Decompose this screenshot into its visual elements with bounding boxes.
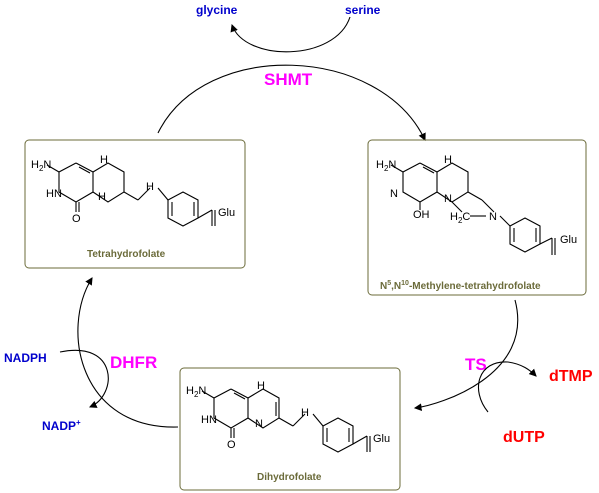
- methylene-ch2-atom: H2C: [450, 211, 470, 225]
- methylene-thf-label: N5,N10-Methylene-tetrahydrofolate: [380, 280, 541, 292]
- dhf-hn-atom: HN: [201, 414, 217, 426]
- arc-serine-to-glycine: [230, 16, 351, 53]
- arc-thf-to-methylene: [157, 64, 426, 141]
- methylene-n5h-atom: H: [444, 154, 452, 166]
- thf-n10-atom: H: [146, 181, 154, 193]
- ts-enzyme-label: TS: [465, 355, 487, 374]
- dhf-n10-atom: H: [301, 407, 309, 419]
- arc-dhf-to-thf: [77, 277, 179, 428]
- thf-amino-atom: H2N: [31, 159, 51, 173]
- methylene-amino-atom: H2N: [376, 159, 396, 173]
- dhf-oxygen-atom: O: [227, 439, 236, 451]
- tetrahydrofolate-box: H2N HN O H H H Glu Tetrahydrofolate: [24, 139, 246, 269]
- serine-label: serine: [345, 3, 381, 17]
- thf-oxygen-atom: O: [72, 213, 81, 225]
- methylene-oh-atom: OH: [413, 209, 430, 221]
- nadp-label: NADP+: [42, 418, 81, 433]
- glycine-label: glycine: [196, 3, 238, 17]
- thf-n5-atom: H: [100, 154, 108, 166]
- dhf-n5h-atom: H: [257, 380, 265, 392]
- dhf-n8-atom: N: [255, 418, 263, 430]
- nadph-label: NADPH: [4, 351, 47, 365]
- arc-methylene-to-dhf: [413, 299, 519, 412]
- methylene-thf-box: H2N N OH H N H2C N Glu N5,N10-Methylene-…: [367, 139, 587, 296]
- dhf-glu-atom: Glu: [373, 433, 390, 445]
- dhfr-enzyme-label: DHFR: [110, 353, 157, 372]
- thf-glu-atom: Glu: [218, 207, 235, 219]
- arc-nadph-to-nadp: [59, 349, 109, 408]
- dhf-amino-atom: H2N: [186, 385, 206, 399]
- shmt-enzyme-label: SHMT: [264, 70, 313, 89]
- dutp-label: dUTP: [503, 429, 545, 446]
- methylene-n-atom: N: [390, 188, 398, 200]
- thf-hn-atom: HN: [46, 188, 62, 200]
- methylene-glu-atom: Glu: [560, 234, 577, 246]
- tetrahydrofolate-label: Tetrahydrofolate: [87, 249, 166, 260]
- methylene-n8-atom: N: [444, 193, 452, 205]
- dihydrofolate-box: H2N HN O H N H Glu Dihydrofolate: [179, 367, 401, 491]
- dihydrofolate-label: Dihydrofolate: [257, 472, 322, 483]
- arc-dutp-to-dtmp: [478, 361, 537, 413]
- thf-n8-atom: H: [98, 191, 106, 203]
- methylene-n10-atom: N: [489, 211, 497, 223]
- dtmp-label: dTMP: [549, 368, 593, 385]
